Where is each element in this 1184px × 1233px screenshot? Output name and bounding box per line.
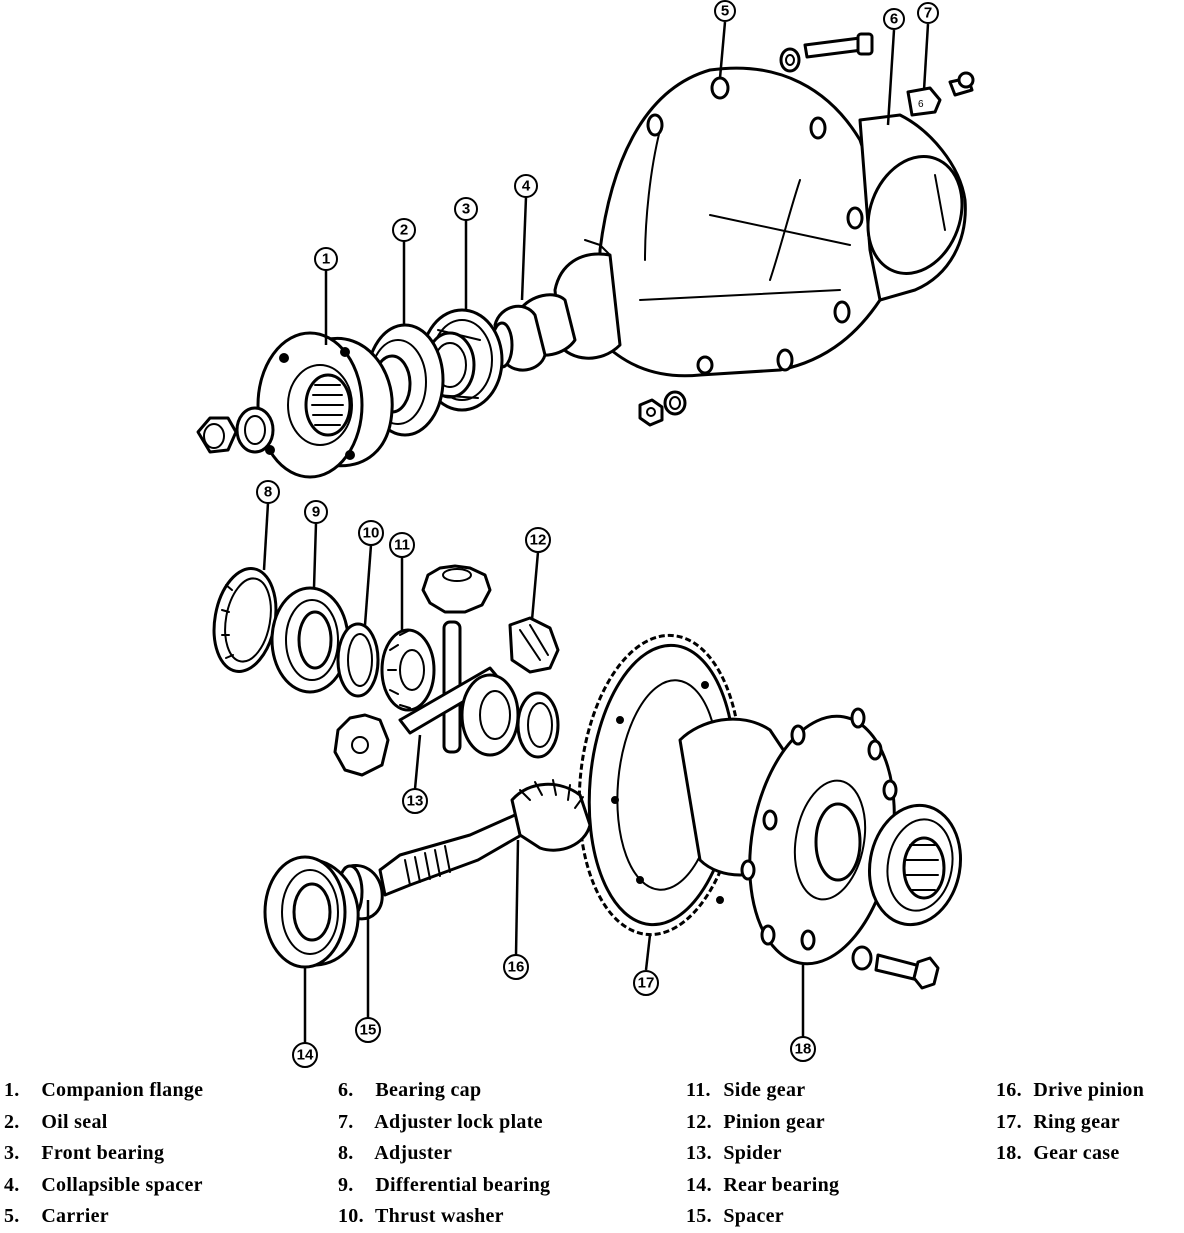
callout-8-label: 8	[264, 484, 272, 501]
callout-3-label: 3	[462, 201, 470, 218]
callout-14: 14	[292, 1042, 318, 1068]
carrier-stud-bolt	[779, 32, 874, 73]
legend-item: 14. Rear bearing	[686, 1173, 840, 1196]
legend-item: 9. Differential bearing	[338, 1173, 551, 1196]
legend-item: 10. Thrust washer	[338, 1205, 504, 1227]
callout-4-label: 4	[522, 178, 531, 195]
gear-case-bolt	[851, 945, 940, 990]
callout-11: 11	[389, 532, 415, 558]
callout-12-label: 12	[530, 532, 547, 549]
parts-legend: 1. Companion flange 2. Oil seal 3. Front…	[0, 1075, 1184, 1230]
callout-8: 8	[256, 480, 280, 504]
legend-item: 11. Side gear	[686, 1079, 806, 1101]
legend-item: 16. Drive pinion	[996, 1079, 1145, 1101]
legend-item: 4. Collapsible spacer	[4, 1173, 203, 1196]
legend-item: 1. Companion flange	[4, 1079, 204, 1101]
callout-3: 3	[454, 197, 478, 221]
legend-item: 15. Spacer	[686, 1205, 784, 1227]
callout-10: 10	[358, 520, 384, 546]
svg-text:6: 6	[918, 99, 924, 110]
legend-column-2: 6. Bearing cap 7. Adjuster lock plate 8.…	[338, 1075, 550, 1233]
callout-13: 13	[402, 788, 428, 814]
callout-16: 16	[503, 954, 529, 980]
legend-item: 2. Oil seal	[4, 1110, 108, 1133]
callout-1: 1	[314, 247, 338, 271]
legend-item: 5. Carrier	[4, 1205, 109, 1227]
callout-15-label: 15	[360, 1022, 377, 1039]
side-gear-left	[380, 628, 436, 712]
legend-item: 6. Bearing cap	[338, 1079, 482, 1101]
callout-4: 4	[514, 174, 538, 198]
callout-15: 15	[355, 1017, 381, 1043]
legend-item: 17. Ring gear	[996, 1110, 1120, 1133]
flange-nut-washer	[196, 406, 275, 454]
legend-column-1: 1. Companion flange 2. Oil seal 3. Front…	[4, 1075, 203, 1233]
callout-11-label: 11	[394, 537, 410, 554]
gear-case-part	[678, 707, 963, 966]
callout-12: 12	[525, 527, 551, 553]
callout-9-label: 9	[312, 504, 320, 521]
callout-2-label: 2	[400, 222, 408, 239]
leader-lines	[262, 21, 930, 1043]
legend-column-3: 11. Side gear 12. Pinion gear 13. Spider…	[686, 1075, 839, 1233]
callout-9: 9	[304, 500, 328, 524]
callout-18-label: 18	[795, 1041, 812, 1058]
legend-item: 12. Pinion gear	[686, 1110, 825, 1133]
adjuster-part	[212, 567, 278, 673]
legend-column-4: 16. Drive pinion 17. Ring gear 18. Gear …	[996, 1075, 1144, 1170]
callout-18: 18	[790, 1036, 816, 1062]
callout-6: 6	[883, 8, 905, 30]
callout-1-label: 1	[322, 251, 330, 268]
callout-16-label: 16	[508, 959, 525, 976]
callout-7: 7	[917, 2, 939, 24]
callout-2: 2	[392, 218, 416, 242]
carrier-housing	[518, 66, 967, 378]
companion-flange-part	[256, 331, 394, 479]
callout-17: 17	[633, 970, 659, 996]
differential-bearing-part	[270, 586, 350, 694]
drive-pinion-part	[378, 779, 592, 897]
legend-item: 13. Spider	[686, 1142, 782, 1164]
callout-7-label: 7	[924, 5, 932, 22]
callout-5-label: 5	[721, 3, 729, 20]
callout-5: 5	[714, 0, 736, 22]
side-gear-right	[460, 673, 560, 759]
thrust-washer-part	[336, 622, 380, 698]
legend-item: 8. Adjuster	[338, 1142, 453, 1164]
carrier-nut-washer	[638, 390, 687, 427]
adjuster-lock-plate-part: 6	[906, 71, 975, 117]
callout-14-label: 14	[297, 1047, 314, 1064]
callout-10-label: 10	[363, 525, 380, 542]
pinion-gear-right	[508, 616, 560, 674]
callout-6-label: 6	[890, 11, 898, 28]
rear-bearing-part	[263, 855, 360, 969]
callout-17-label: 17	[638, 975, 655, 992]
pinion-gear-top	[421, 564, 492, 614]
callout-13-label: 13	[407, 793, 424, 810]
pinion-gear-bottom	[333, 713, 390, 777]
legend-item: 3. Front bearing	[4, 1142, 165, 1164]
legend-item: 18. Gear case	[996, 1142, 1120, 1164]
exploded-differential-diagram: 6	[196, 0, 975, 1068]
legend-item: 7. Adjuster lock plate	[338, 1110, 543, 1133]
